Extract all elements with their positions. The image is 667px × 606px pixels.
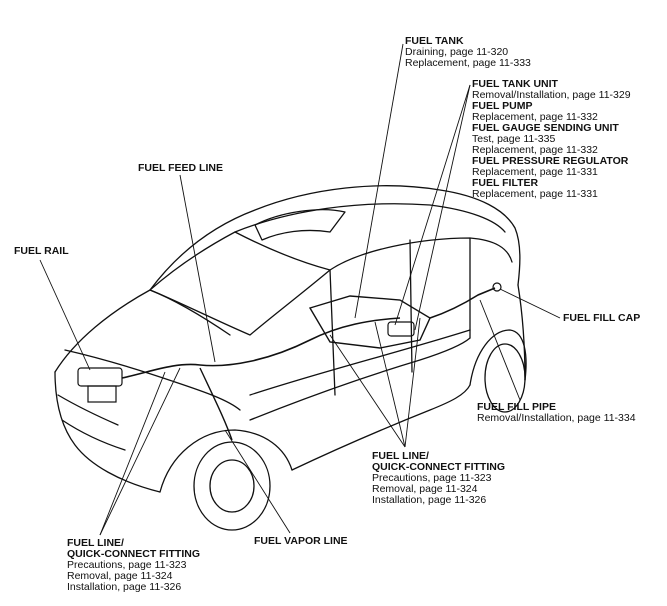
- fuel-regulator-title: FUEL PRESSURE REGULATOR: [472, 155, 629, 167]
- leader-fitting-right-2: [374, 321, 406, 448]
- fuel-gauge-ref-1: Test, page 11-335: [472, 133, 556, 145]
- fuel-pump-title: FUEL PUMP: [472, 100, 533, 112]
- fuel-pump-shape: [387, 321, 415, 337]
- label-fuel-rail: FUEL RAIL: [14, 246, 69, 257]
- label-fuel-feed-line: FUEL FEED LINE: [138, 163, 223, 174]
- vehicle-outline: [54, 185, 527, 531]
- fuel-rail-title: FUEL RAIL: [14, 245, 69, 257]
- label-fuel-vapor-line: FUEL VAPOR LINE: [254, 536, 348, 547]
- fuel-feed-line-title: FUEL FEED LINE: [138, 162, 223, 174]
- leader-fuel-tank: [354, 43, 404, 319]
- leader-fuel-tank-unit-1: [394, 84, 471, 326]
- fitting-right-precautions: Precautions, page 11-323: [372, 472, 492, 484]
- fitting-right-installation: Installation, page 11-326: [372, 494, 487, 506]
- leader-fuel-fill-pipe: [479, 299, 521, 401]
- injectors-shape: [87, 385, 117, 403]
- fitting-left-precautions: Precautions, page 11-323: [67, 559, 187, 571]
- fitting-right-title-1: FUEL LINE/: [372, 450, 429, 462]
- fuel-fill-pipe-ref: Removal/Installation, page 11-334: [477, 412, 636, 424]
- fuel-gauge-ref-2: Replacement, page 11-332: [472, 144, 598, 156]
- leader-fitting-left-1: [99, 371, 166, 536]
- fuel-vapor-line-title: FUEL VAPOR LINE: [254, 535, 348, 547]
- fuel-feed-line-path: [121, 317, 401, 379]
- fuel-tank-unit-title: FUEL TANK UNIT: [472, 78, 558, 90]
- fuel-regulator-ref: Replacement, page 11-331: [472, 166, 598, 178]
- leader-lines: [39, 43, 561, 536]
- fuel-vapor-line-path: [199, 367, 233, 441]
- fuel-filter-ref: Replacement, page 11-331: [472, 188, 598, 200]
- leader-fuel-feed-line: [179, 174, 216, 363]
- fuel-tank-draining: Draining, page 11-320: [405, 46, 509, 58]
- fitting-left-title-2: QUICK-CONNECT FITTING: [67, 548, 200, 560]
- fuel-fill-cap-shape: [492, 282, 502, 292]
- fuel-fill-pipe-title: FUEL FILL PIPE: [477, 401, 556, 413]
- fitting-right-title-2: QUICK-CONNECT FITTING: [372, 461, 505, 473]
- fitting-left-title-1: FUEL LINE/: [67, 537, 124, 549]
- label-fuel-fill-cap: FUEL FILL CAP: [563, 313, 640, 324]
- fuel-fill-cap-title: FUEL FILL CAP: [563, 312, 641, 324]
- fuel-gauge-title: FUEL GAUGE SENDING UNIT: [472, 122, 619, 134]
- fitting-right-removal: Removal, page 11-324: [372, 483, 478, 495]
- label-fuel-tank: FUEL TANK Draining, page 11-320 Replacem…: [405, 36, 531, 69]
- leader-fuel-tank-unit-2: [414, 84, 471, 331]
- fuel-tank-title: FUEL TANK: [405, 35, 464, 47]
- label-fitting-right: FUEL LINE/ QUICK-CONNECT FITTING Precaut…: [372, 451, 505, 506]
- fuel-fill-pipe-path: [429, 287, 496, 319]
- leader-fuel-vapor-line: [224, 429, 291, 534]
- fuel-components: [77, 282, 502, 441]
- fitting-left-installation: Installation, page 11-326: [67, 581, 182, 593]
- fuel-tank-replacement: Replacement, page 11-333: [405, 57, 531, 69]
- label-fuel-fill-pipe: FUEL FILL PIPE Removal/Installation, pag…: [477, 402, 636, 424]
- leader-fitting-right-3: [404, 317, 421, 448]
- fuel-pump-ref: Replacement, page 11-332: [472, 111, 598, 123]
- fitting-left-removal: Removal, page 11-324: [67, 570, 173, 582]
- leader-fitting-left-2: [99, 367, 181, 536]
- label-fuel-tank-unit-group: FUEL TANK UNIT Removal/Installation, pag…: [472, 79, 631, 200]
- fuel-rail-shape: [77, 367, 123, 387]
- leader-fuel-fill-cap: [499, 288, 561, 319]
- leader-fuel-rail: [39, 259, 91, 371]
- fuel-filter-title: FUEL FILTER: [472, 177, 539, 189]
- leader-fitting-right-1: [329, 334, 406, 448]
- label-fitting-left: FUEL LINE/ QUICK-CONNECT FITTING Precaut…: [67, 538, 200, 593]
- fuel-tank-unit-ref: Removal/Installation, page 11-329: [472, 89, 631, 101]
